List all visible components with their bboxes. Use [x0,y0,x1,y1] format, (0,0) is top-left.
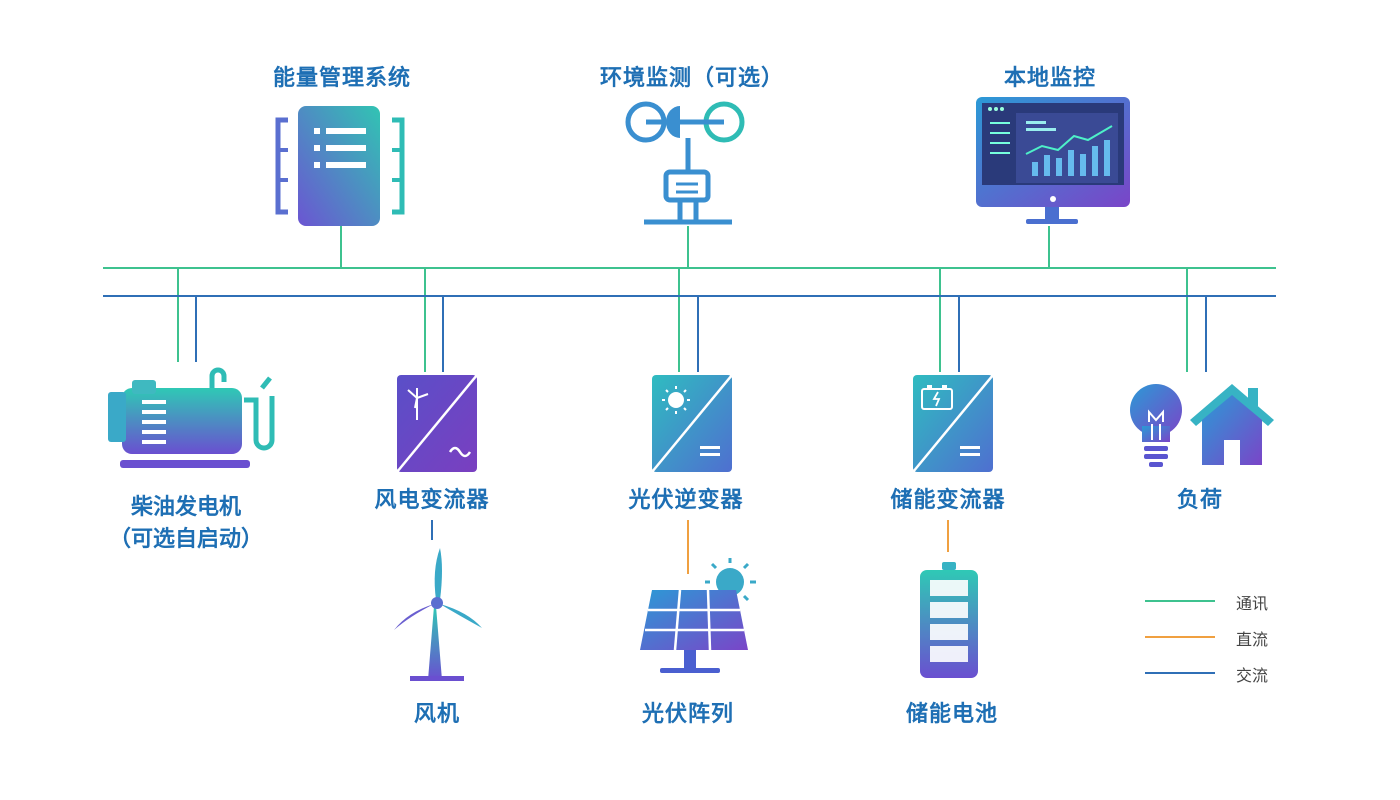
battery-icon [920,562,978,678]
environment-monitoring-label: 环境监测（可选） [599,66,784,91]
pv-array-label: 光伏阵列 [641,702,734,727]
ems-label: 能量管理系统 [272,66,411,91]
communication-bus [103,226,1276,372]
house-icon [1190,384,1274,465]
legend-dc-label: 直流 [1236,630,1269,649]
legend-comm-line [1145,600,1215,602]
legend-comm-label: 通讯 [1236,594,1269,613]
generator-icon [108,367,275,468]
pv-inverter-label: 光伏逆变器 [628,488,744,513]
storage-converter-label: 储能变流器 [890,488,1006,513]
monitor-chart-icon [976,97,1130,224]
wind-converter-icon [396,374,478,473]
local-monitoring-label: 本地监控 [1003,66,1096,91]
diesel-generator-label: 柴油发电机 [130,495,241,520]
solar-panel-icon [640,558,756,673]
wind-converter-label: 风电变流器 [374,488,490,513]
legend-dc-line [1145,636,1215,638]
anemometer-icon [625,101,745,225]
legend-ac-label: 交流 [1236,666,1269,685]
load-label: 负荷 [1176,488,1223,513]
server-rack-icon [275,106,405,226]
ac-bus [103,295,1276,372]
lightbulb-icon [1130,384,1182,467]
storage-converter-icon [912,374,994,473]
diesel-generator-sublabel: （可选自启动） [108,527,263,552]
battery-label: 储能电池 [905,702,998,727]
wind-turbine-label: 风机 [413,702,460,727]
source-links [431,520,949,574]
legend-ac-line [1145,672,1215,674]
pv-inverter-icon [651,374,733,473]
wind-turbine-icon [394,548,482,681]
